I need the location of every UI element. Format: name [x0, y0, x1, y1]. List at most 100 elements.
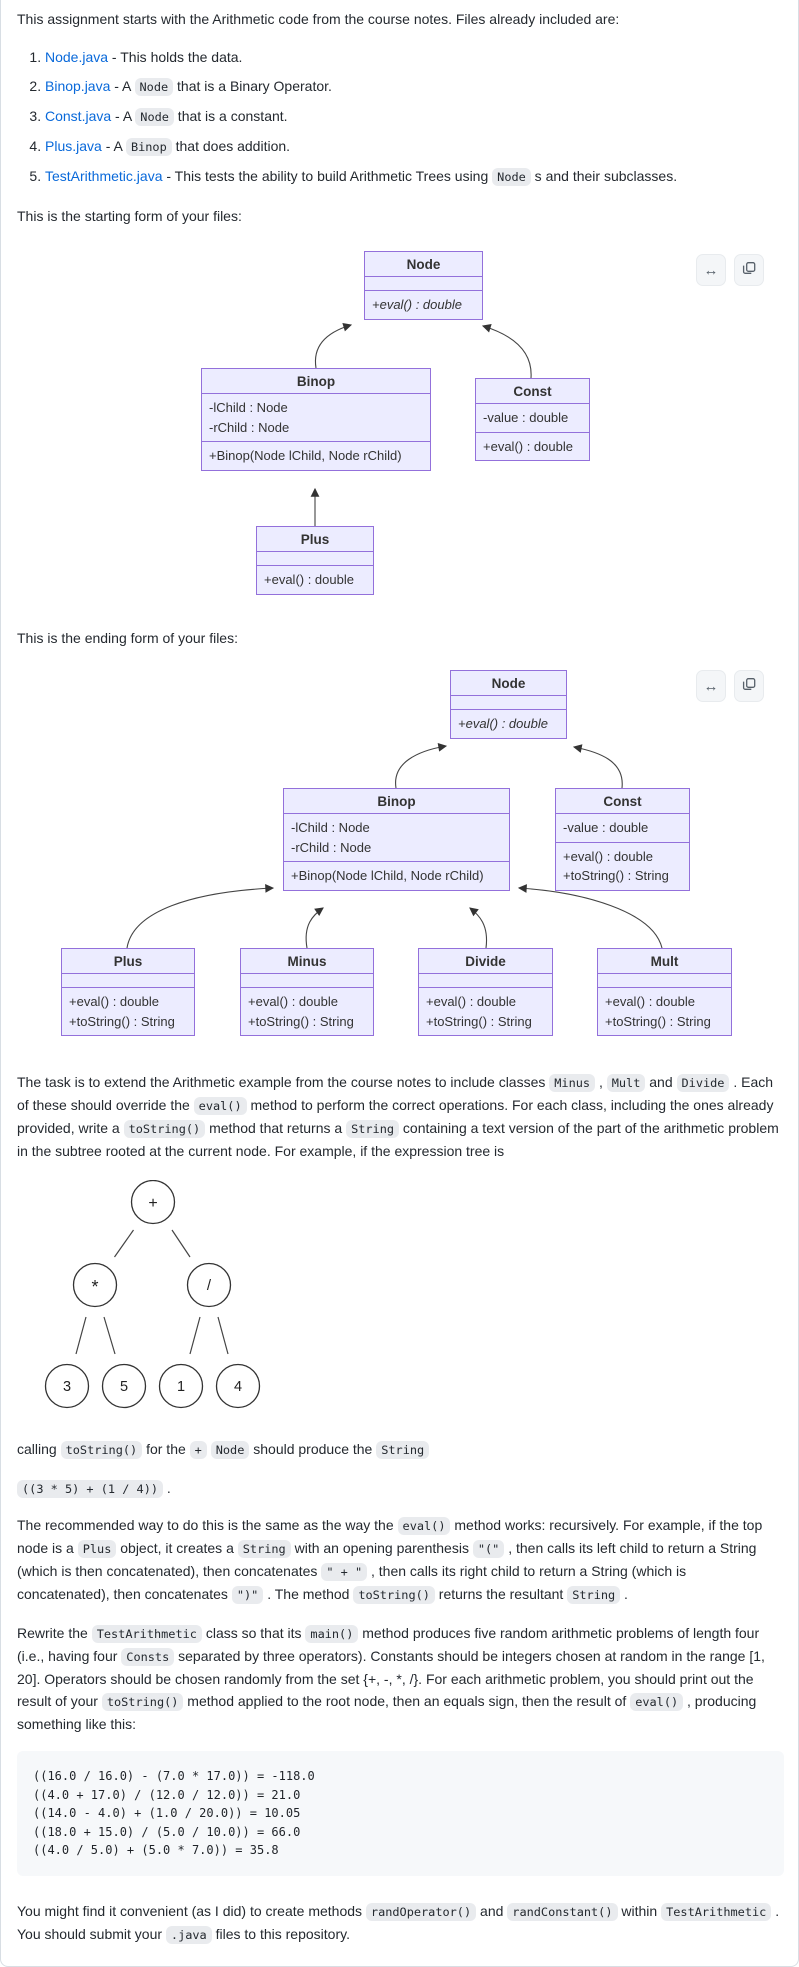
uml-method: +toString() : String — [426, 1013, 532, 1029]
uml-attrs-empty — [451, 696, 566, 710]
inline-code: toString() — [353, 1586, 435, 1604]
file-list: Node.java - This holds the data.Binop.ja… — [17, 47, 782, 188]
file-link[interactable]: Node.java — [45, 49, 109, 65]
inline-code: String — [567, 1586, 621, 1604]
file-list-item: Const.java - A Node that is a constant. — [45, 106, 782, 128]
tree-node-divide — [186, 1262, 232, 1308]
inline-code: + — [189, 1441, 207, 1459]
inline-code: ((3 * 5) + (1 / 4)) — [17, 1480, 164, 1498]
uml-methods: +Binop(Node lChild, Node rChild) — [284, 862, 509, 890]
uml-attr: -value : double — [563, 820, 649, 835]
tree-label-divide: / — [207, 1277, 212, 1294]
expression-tree-svg: + * / 3 5 1 4 — [44, 1179, 261, 1409]
inline-code: Plus — [77, 1540, 117, 1558]
inline-code: Minus — [549, 1074, 596, 1092]
tree-label-4: 4 — [234, 1379, 242, 1395]
uml-attrs-empty — [241, 974, 373, 988]
uml-class-mult: Mult +eval() : double +toString() : Stri… — [597, 948, 732, 1036]
file-link[interactable]: Const.java — [45, 108, 112, 124]
uml-class-title: Plus — [62, 949, 194, 974]
copy-diagram-button[interactable] — [734, 254, 764, 286]
uml-methods: +eval() : double — [451, 710, 566, 738]
arrow-binop-to-node — [314, 323, 353, 369]
uml-method: +eval() : double — [563, 848, 653, 864]
code-line: ((4.0 + 17.0) / (12.0 / 12.0)) = 21.0 — [33, 1787, 301, 1802]
expand-arrows-icon: ↔ — [703, 677, 719, 695]
uml-class-title: Node — [365, 252, 482, 277]
arrow-minus-to-binop — [305, 907, 324, 949]
uml-method: +toString() : String — [563, 868, 669, 883]
uml-class-binop: Binop -lChild : Node -rChild : Node +Bin… — [283, 788, 510, 891]
tree-node-multiply — [72, 1262, 118, 1308]
uml-methods: +Binop(Node lChild, Node rChild) — [202, 442, 430, 470]
uml-class-title: Binop — [202, 369, 430, 394]
inline-code: toString() — [101, 1693, 184, 1711]
uml-class-const: Const -value : double +eval() : double — [475, 378, 590, 461]
uml-attr: -rChild : Node — [291, 839, 372, 855]
copy-icon — [741, 676, 757, 696]
inline-code: Node — [134, 78, 174, 96]
inline-code: eval() — [397, 1517, 451, 1535]
uml-attr: -lChild : Node — [291, 820, 370, 835]
uml-attrs: -value : double — [476, 404, 589, 433]
arrow-divide-to-binop — [469, 907, 488, 949]
uml-class-title: Plus — [257, 527, 373, 552]
uml-attrs-empty — [257, 552, 373, 566]
uml-class-plus: Plus +eval() : double — [256, 526, 374, 595]
inline-code: TestArithmetic — [91, 1625, 202, 1643]
starting-form-label: This is the starting form of your files: — [17, 208, 242, 224]
uml-class-title: Const — [556, 789, 689, 814]
uml-attrs: -lChild : Node -rChild : Node — [202, 394, 430, 442]
inline-code: ")" — [231, 1586, 264, 1604]
uml-class-title: Mult — [598, 949, 731, 974]
inline-code: eval() — [630, 1693, 684, 1711]
inline-code: Binop — [125, 138, 172, 156]
uml-method: +eval() : double — [264, 572, 354, 587]
arrow-mult-to-binop — [517, 884, 663, 949]
inline-code: randConstant() — [507, 1902, 618, 1921]
uml-method: +eval() : double — [248, 994, 338, 1009]
tree-leaf-3 — [44, 1363, 90, 1409]
uml-attr: -lChild : Node — [209, 400, 288, 415]
uml-method: +toString() : String — [605, 1013, 711, 1029]
uml-method: +toString() : String — [248, 1013, 354, 1029]
uml-methods: +eval() : double +toString() : String — [556, 843, 689, 890]
inline-code: eval() — [193, 1097, 247, 1115]
tree-label-5: 5 — [120, 1379, 128, 1395]
expand-diagram-button[interactable]: ↔ — [696, 670, 726, 702]
expand-diagram-button[interactable]: ↔ — [696, 254, 726, 286]
inline-code: Node — [492, 168, 531, 186]
uml-method: +eval() : double — [372, 297, 462, 312]
tree-label-3: 3 — [63, 1379, 71, 1395]
copy-diagram-button[interactable] — [734, 670, 764, 702]
inline-code: Node — [135, 108, 174, 126]
code-line: ((18.0 + 15.0) / (5.0 / 10.0)) = 66.0 — [33, 1824, 301, 1839]
uml-attrs-empty — [62, 974, 194, 988]
uml-class-node: Node +eval() : double — [364, 251, 483, 320]
inline-code: TestArithmetic — [661, 1902, 772, 1921]
arrow-const-to-node — [572, 744, 623, 789]
sample-output-code-block: ((16.0 / 16.0) - (7.0 * 17.0)) = -118.0 … — [17, 1751, 784, 1876]
arrow-plus-to-binop — [126, 883, 275, 949]
uml-methods: +eval() : double — [476, 433, 589, 461]
expand-arrows-icon: ↔ — [703, 261, 719, 279]
paragraph-intro: This assignment starts with the Arithmet… — [17, 11, 620, 27]
arrow-binop-to-node — [395, 742, 448, 789]
inline-code: String — [346, 1120, 400, 1138]
paragraph-recommended: The recommended way to do this is the sa… — [17, 1517, 763, 1604]
copy-icon — [741, 260, 757, 280]
uml-class-divide: Divide +eval() : double +toString() : St… — [418, 948, 553, 1036]
inline-code: Consts — [121, 1648, 175, 1666]
uml-methods: +eval() : double +toString() : String — [598, 988, 731, 1035]
uml-class-title: Divide — [419, 949, 552, 974]
uml-method: +toString() : String — [69, 1013, 175, 1029]
file-link[interactable]: Plus.java — [45, 138, 102, 154]
tree-label-multiply: * — [91, 1277, 98, 1297]
code-line: ((4.0 / 5.0) + (5.0 * 7.0)) = 35.8 — [33, 1843, 279, 1858]
file-link[interactable]: TestArithmetic.java — [45, 168, 163, 184]
uml-class-const: Const -value : double +eval() : double +… — [555, 788, 690, 891]
expression-tree-figure: + * / 3 5 1 4 — [17, 1179, 782, 1414]
file-link[interactable]: Binop.java — [45, 78, 111, 94]
inline-code: String — [237, 1540, 291, 1558]
